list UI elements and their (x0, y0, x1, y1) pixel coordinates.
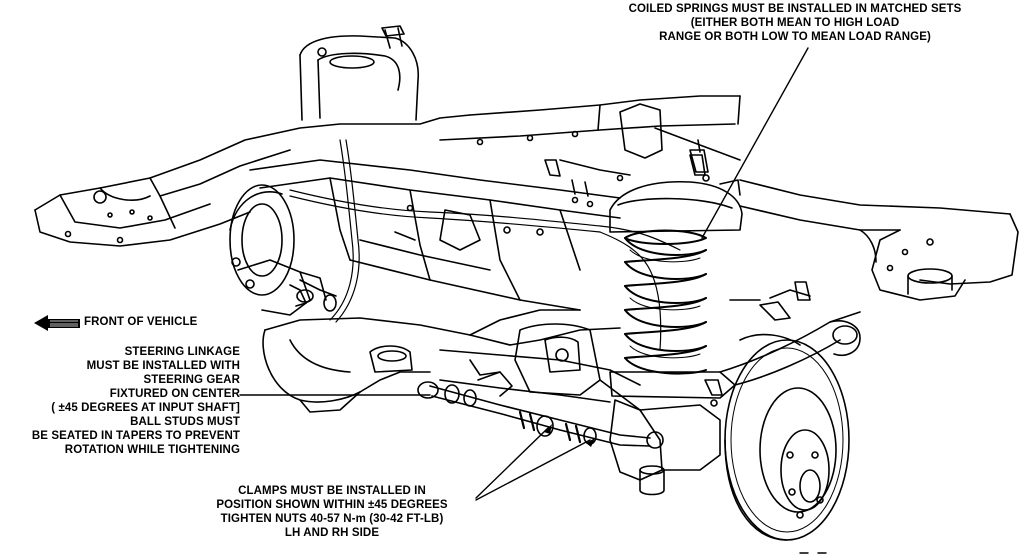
frame-right-rail (439, 95, 1019, 301)
lower-arms (262, 309, 621, 413)
note-line: BE SEATED IN TAPERS TO PREVENT (31, 430, 240, 442)
clamps-leader-right (475, 439, 591, 501)
frame-left-rail (34, 114, 471, 247)
note-line: TIGHTEN NUTS 40-57 N-m (30-42 FT-LB) (220, 513, 444, 525)
springs-leader (701, 47, 809, 239)
steering-linkage (296, 279, 651, 447)
steering-linkage-note: STEERING LINKAGE MUST BE INSTALLED WITH … (0, 345, 240, 457)
note-line: ROTATION WHILE TIGHTENING (64, 444, 240, 456)
leader-lines (239, 47, 809, 501)
frame-fasteners (406, 130, 624, 212)
clamps-leader-left (475, 427, 549, 499)
right-coil-spring (624, 229, 707, 375)
note-line: BALL STUDS MUST (130, 416, 240, 428)
note-line: ( ±45 DEGREES AT INPUT SHAFT] (51, 402, 240, 414)
note-line: STEERING GEAR (143, 374, 240, 386)
note-line: LH AND RH SIDE (284, 527, 380, 539)
right-radius-arm (609, 289, 861, 399)
right-knuckle (609, 379, 723, 496)
coil-springs-note: COILED SPRINGS MUST BE INSTALLED IN MATC… (600, 2, 990, 44)
note-line: POSITION SHOWN WITHIN ±45 DEGREES (216, 499, 448, 511)
front-arrow-icon (34, 315, 80, 331)
front-of-vehicle-label: FRONT OF VEHICLE (84, 316, 198, 328)
note-line: (EITHER BOTH MEAN TO HIGH LOAD (690, 17, 900, 29)
note-line: STEERING LINKAGE (124, 346, 240, 358)
clamps-note: CLAMPS MUST BE INSTALLED IN POSITION SHO… (186, 484, 478, 540)
note-line: CLAMPS MUST BE INSTALLED IN (238, 485, 426, 497)
note-line: MUST BE INSTALLED WITH (86, 360, 240, 372)
right-brake-rotor (724, 333, 850, 541)
note-line: COILED SPRINGS MUST BE INSTALLED IN MATC… (628, 3, 962, 15)
axle-beam (439, 323, 641, 411)
note-line: RANGE OR BOTH LOW TO MEAN LOAD RANGE) (659, 31, 931, 43)
note-line: FIXTURED ON CENTER (109, 388, 240, 400)
left-rotor-assembly (229, 184, 327, 316)
left-spring-tower (299, 25, 420, 121)
